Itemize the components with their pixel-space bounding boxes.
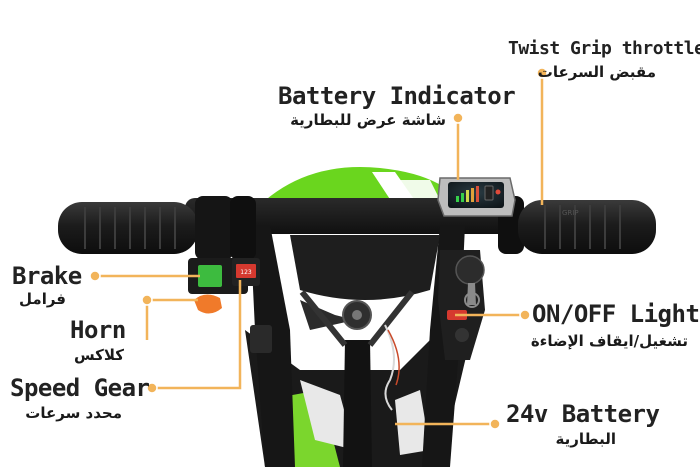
battery-indicator-label: Battery Indicator [278, 82, 516, 110]
battery-24v-label: 24v Battery [506, 400, 660, 428]
left-grip [58, 196, 256, 260]
on-off-light-label-ar: تشغيل/ايقاف الإضاءة [530, 332, 688, 350]
on-off-light-label: ON/OFF Light [532, 300, 700, 328]
brake-button [198, 265, 222, 287]
speed-gear-leader [152, 280, 242, 390]
twist-grip-label-ar: مقبض السرعات [537, 63, 656, 81]
brake-label-ar: فرامل [19, 290, 66, 308]
battery-24v-label-ar: البطارية [555, 430, 616, 448]
speed-gear-label: Speed Gear [10, 374, 150, 402]
callout-dots [89, 67, 548, 430]
horn-label-ar: كلاكس [73, 346, 124, 364]
speed-switch [236, 264, 256, 278]
battery-indicator-display [437, 177, 516, 217]
callouts [95, 75, 544, 426]
left-switch-block: 123 [188, 258, 272, 353]
twist-grip-label: Twist Grip throttle [508, 38, 700, 59]
speed-gear-label-ar: محدد سرعات [25, 404, 122, 422]
right-grip: GRIP [498, 196, 656, 254]
horn-button [194, 294, 222, 314]
battery-indicator-label-ar: شاشة عرض للبطارية [290, 111, 446, 129]
horn-label: Horn [70, 316, 126, 344]
battery-level-bars [456, 186, 479, 202]
right-switch-block [438, 250, 485, 360]
speed-switch-text: 123 [240, 269, 252, 276]
brake-label: Brake [12, 262, 82, 290]
grip-marks-text: GRIP [562, 209, 579, 217]
